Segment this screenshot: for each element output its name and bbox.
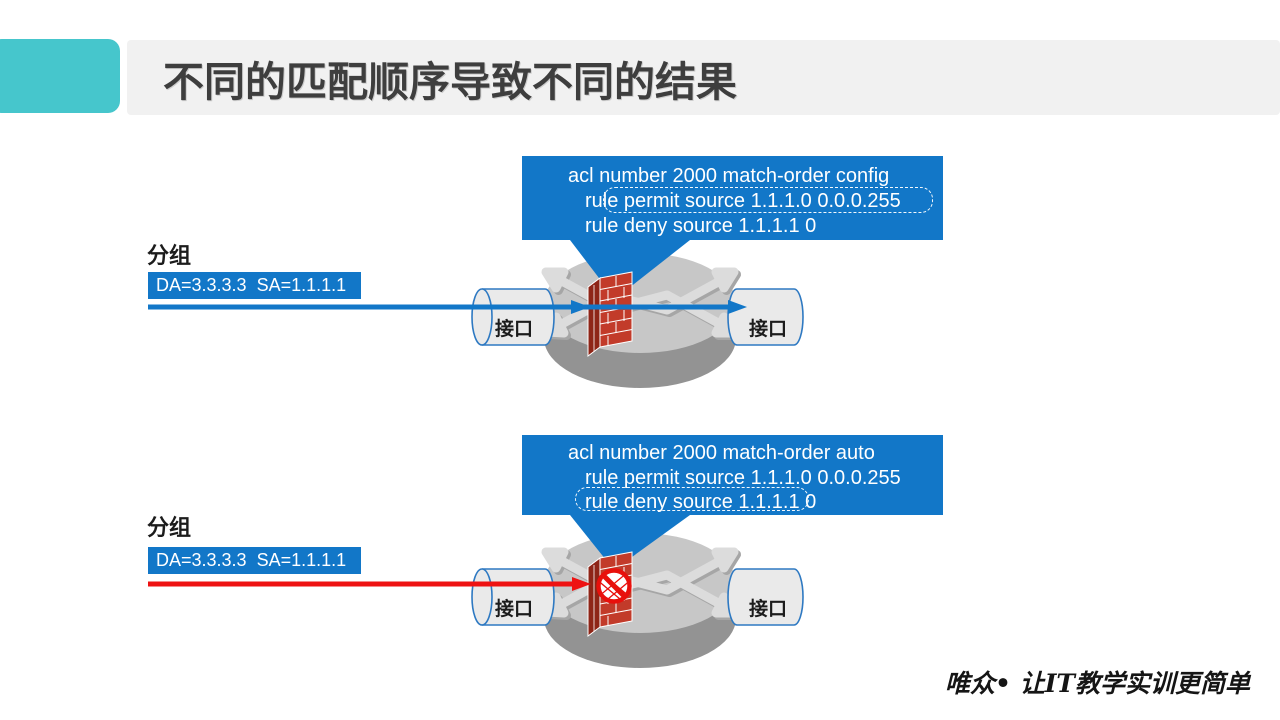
interface-label: 接口 <box>495 318 533 340</box>
packet-header-box: DA=3.3.3.3 SA=1.1.1.1 <box>148 272 361 299</box>
packet-label: 分组 <box>147 243 192 268</box>
prohibition-icon <box>596 568 632 604</box>
title-accent-block <box>0 39 120 113</box>
acl-rule-permit-line: rule permit source 1.1.1.0 0.0.0.255 <box>585 467 901 489</box>
acl-auto-callout: acl number 2000 match-order auto rule pe… <box>522 435 943 515</box>
packet-label: 分组 <box>147 515 192 540</box>
title-bar: 不同的匹配顺序导致不同的结果 <box>127 40 1280 115</box>
acl-rule-deny-line: rule deny source 1.1.1.1 0 <box>585 215 817 237</box>
acl-rule-deny-line: rule deny source 1.1.1.1 0 <box>585 491 817 513</box>
interface-label: 接口 <box>749 598 787 620</box>
interface-label: 接口 <box>749 318 787 340</box>
flow-arrow-blue <box>148 300 747 314</box>
interface-cylinder-left: 接口 <box>471 288 555 346</box>
interface-cylinder-left: 接口 <box>471 568 555 626</box>
watermark: 唯众• 让IT教学实训更简单 <box>945 669 1250 698</box>
interface-cylinder-right: 接口 <box>727 568 804 626</box>
interface-cylinder-right: 接口 <box>727 288 804 346</box>
network-diagram-config: 接口 接口 <box>148 240 804 388</box>
page-title: 不同的匹配顺序导致不同的结果 <box>163 58 737 105</box>
callout-pointer <box>570 515 690 570</box>
acl-config-callout: acl number 2000 match-order config rule … <box>522 156 943 240</box>
interface-label: 接口 <box>495 598 533 620</box>
firewall-icon <box>587 551 633 637</box>
acl-rule-permit-line: rule permit source 1.1.1.0 0.0.0.255 <box>585 190 901 212</box>
callout-pointer <box>570 240 690 299</box>
network-diagram-auto: 接口 接口 <box>148 515 804 668</box>
matched-rule-highlight-ring <box>575 487 809 511</box>
router-icon <box>541 533 741 668</box>
acl-command-line: acl number 2000 match-order auto <box>568 442 875 464</box>
packet-header-box: DA=3.3.3.3 SA=1.1.1.1 <box>148 547 361 574</box>
acl-command-line: acl number 2000 match-order config <box>568 165 890 187</box>
flow-arrow-red <box>148 577 591 591</box>
matched-rule-highlight-ring <box>603 187 933 213</box>
